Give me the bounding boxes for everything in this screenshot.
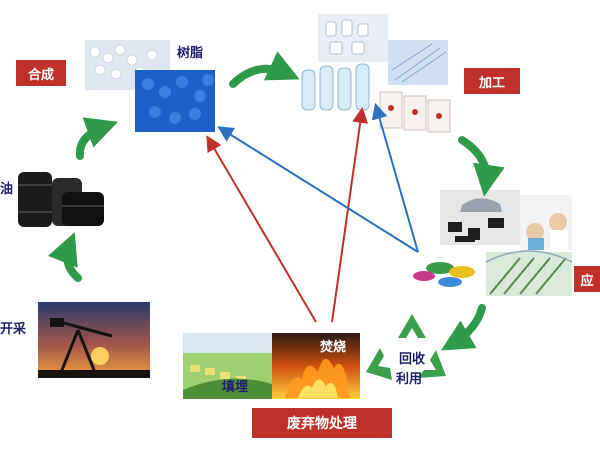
mining-label: 开采 — [0, 322, 27, 337]
bottles-icon — [301, 14, 451, 133]
products-icon — [413, 190, 573, 296]
recycle-icon — [366, 314, 446, 380]
incineration-label: 焚烧 — [320, 340, 347, 355]
landfill-icon — [183, 333, 275, 399]
application-tag: 应 — [574, 266, 600, 292]
recycle-label-line2: 利用 — [396, 372, 423, 387]
blue-resin-icon — [135, 70, 215, 132]
oil-pump-icon — [38, 302, 150, 378]
fire-icon — [272, 333, 360, 399]
recycle-label-line1: 回收 — [399, 352, 426, 367]
cycle-arrows — [48, 51, 505, 351]
processing-tag: 加工 — [464, 68, 520, 94]
resin-label: 树脂 — [177, 46, 204, 61]
landfill-label: 填埋 — [222, 380, 249, 395]
oil-barrels-icon — [18, 172, 104, 227]
red-arrows — [206, 106, 369, 323]
oil-label: 油 — [0, 182, 14, 197]
blue-arrows — [217, 102, 419, 253]
waste-treatment-tag: 废弃物处理 — [252, 408, 392, 438]
synthesis-tag: 合成 — [16, 60, 66, 86]
